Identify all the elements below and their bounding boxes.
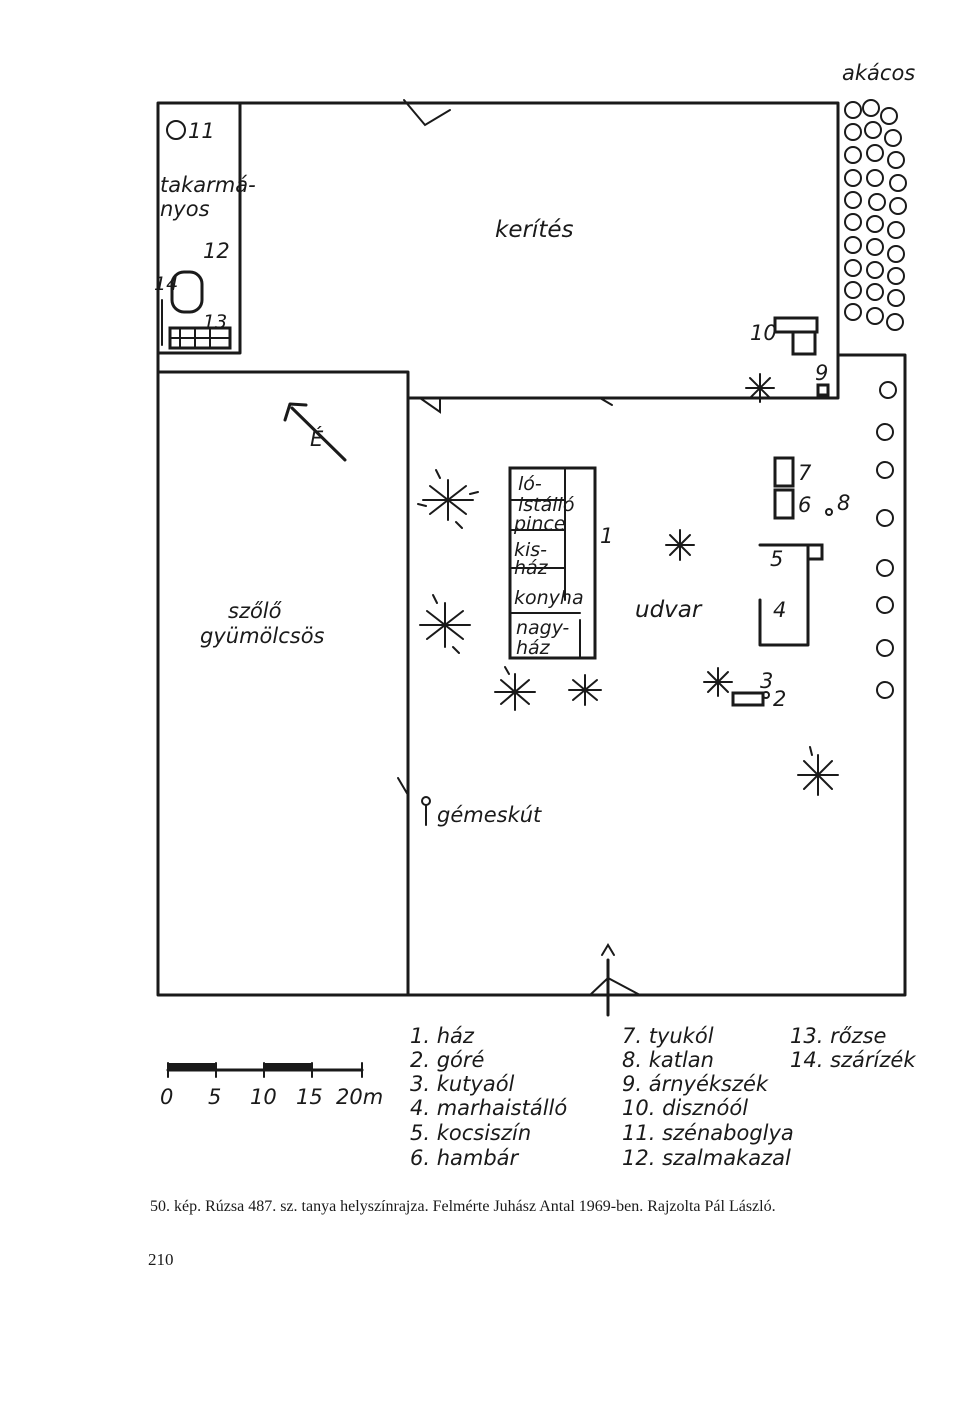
akacos-label: akácos	[842, 61, 915, 85]
legend-item: 14. szárízék	[790, 1048, 916, 1072]
kerites-label: kerítés	[495, 217, 573, 243]
main-house-block	[508, 466, 597, 660]
page-number: 210	[148, 1250, 174, 1269]
legend-item: 10. disznóól	[622, 1096, 749, 1120]
well-symbol	[421, 796, 431, 826]
udvar-label: udvar	[635, 597, 703, 623]
label-10: 10	[750, 321, 777, 345]
outbuildings	[161, 120, 833, 707]
scale-bar	[166, 1062, 364, 1078]
scale-tick-0: 0	[160, 1085, 173, 1109]
takarmanyos-label-line1: takarmá-	[160, 173, 256, 197]
tree-icon	[568, 674, 602, 706]
istallo-label: istálló	[518, 494, 574, 516]
scale-tick-10: 10	[250, 1085, 277, 1109]
label-9: 9	[815, 361, 828, 385]
legend-item: 11. szénaboglya	[622, 1121, 794, 1145]
label-2: 2	[773, 687, 786, 711]
tree-icon	[745, 373, 775, 403]
konyha-label: konyha	[514, 587, 584, 609]
kis-label: kis-	[514, 539, 547, 561]
label-8: 8	[837, 491, 850, 515]
boundary-lines	[156, 99, 907, 997]
legend-item: 4. marhaistálló	[410, 1096, 568, 1120]
north-arrow	[283, 402, 347, 462]
scale-tick-20m: 20m	[336, 1085, 383, 1109]
label-5: 5	[770, 547, 783, 571]
north-letter: É	[310, 426, 324, 451]
tree-icon	[417, 469, 479, 529]
label-1: 1	[600, 524, 613, 548]
legend-item: 6. hambár	[410, 1146, 519, 1170]
tree-icon	[703, 667, 733, 697]
figure-caption: 50. kép. Rúzsa 487. sz. tanya helyszínra…	[150, 1198, 776, 1215]
gate-arrow	[589, 943, 641, 1017]
legend-item: 5. kocsiszín	[410, 1121, 532, 1145]
szolo-label: szőlő	[228, 599, 283, 623]
gemeskut-label: gémeskút	[437, 803, 542, 827]
label-6: 6	[798, 493, 811, 517]
tree-symbols	[417, 373, 839, 796]
nagy-label: nagy-	[516, 617, 569, 639]
gyumolcsos-label: gyümölcsös	[200, 624, 325, 648]
legend-item: 2. góré	[410, 1048, 485, 1072]
legend-item: 3. kutyaól	[410, 1072, 515, 1096]
tree-icon	[419, 594, 471, 654]
tree-icon	[797, 746, 839, 796]
legend-item: 12. szalmakazal	[622, 1146, 791, 1170]
legend-item: 1. ház	[410, 1024, 474, 1048]
tree-icon	[665, 529, 695, 561]
scale-tick-5: 5	[208, 1085, 221, 1109]
label-7: 7	[798, 461, 812, 485]
takarmanyos-label-line2: nyos	[160, 197, 210, 221]
nagyhaz-label: ház	[516, 637, 551, 659]
legend-item: 9. árnyékszék	[622, 1072, 769, 1096]
pince-label: pince	[513, 513, 566, 535]
label-12: 12	[203, 239, 230, 263]
label-4: 4	[773, 598, 786, 622]
label-14: 14	[154, 273, 178, 295]
tree-icon	[494, 666, 536, 711]
label-3: 3	[760, 669, 773, 693]
label-11: 11	[188, 119, 215, 143]
legend-item: 8. katlan	[622, 1048, 714, 1072]
kishaz-label: ház	[514, 557, 549, 579]
legend-item: 7. tyukól	[622, 1024, 714, 1048]
lo-label: ló-	[518, 473, 542, 495]
acacia-grove	[844, 99, 907, 699]
legend-item: 13. rőzse	[790, 1024, 887, 1048]
scale-tick-15: 15	[296, 1085, 323, 1109]
label-13: 13	[203, 311, 227, 333]
